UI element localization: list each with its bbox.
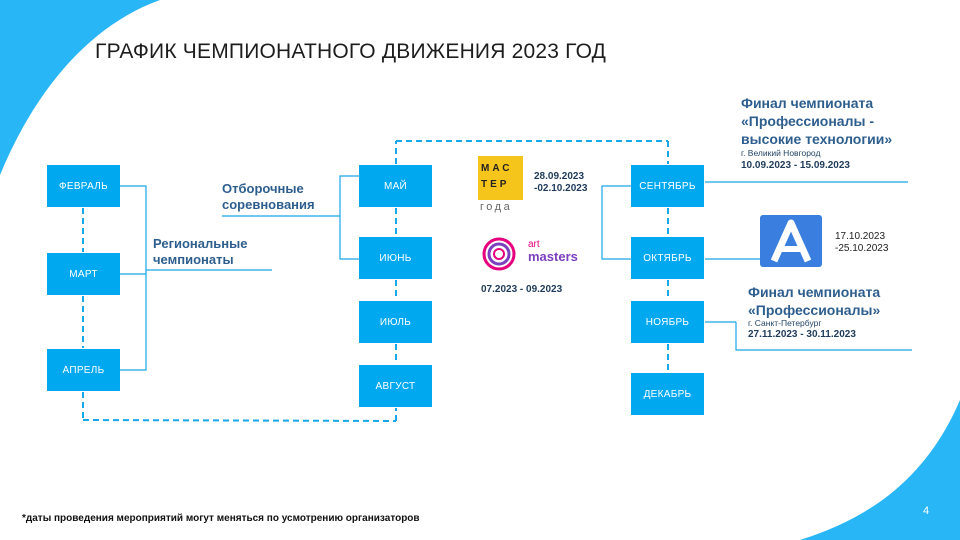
month-november: НОЯБРЬ <box>631 301 704 343</box>
month-label: ФЕВРАЛЬ <box>58 180 109 192</box>
month-july: ИЮЛЬ <box>359 301 432 343</box>
logo-text-line1: МАС <box>481 163 513 174</box>
dates-line1: 17.10.2023 <box>835 231 886 242</box>
final-pro-dates: 27.11.2023 - 30.11.2023 <box>748 329 856 340</box>
month-label: МАРТ <box>69 268 98 280</box>
dates-line2: -25.10.2023 <box>835 243 889 254</box>
final-hitech-city: г. Великий Новгород <box>741 148 821 158</box>
master-goda-logo: МАС ТЕР года <box>478 156 528 218</box>
qualifying-label-line2: соревнования <box>222 197 315 212</box>
dates-line2: -02.10.2023 <box>534 183 588 194</box>
final-pro-title: Финал чемпионата «Профессионалы» <box>748 283 880 319</box>
final-hitech-title: Финал чемпионата «Профессионалы - высоки… <box>741 94 892 148</box>
month-label: ДЕКАБРЬ <box>643 388 692 400</box>
regional-label-line1: Региональные <box>153 236 248 251</box>
artmasters-emblem-icon <box>482 237 516 271</box>
month-label: ОКТЯБРЬ <box>643 252 692 264</box>
logo-text-line2: ТЕР <box>481 179 510 190</box>
artmasters-logo: art masters <box>482 237 592 273</box>
final-pro-line2: «Профессионалы» <box>748 302 881 318</box>
month-label: АВГУСТ <box>375 380 416 392</box>
month-label: НОЯБРЬ <box>645 316 690 328</box>
month-label: СЕНТЯБРЬ <box>639 180 696 192</box>
qualifying-label: Отборочные соревнования <box>222 181 315 213</box>
month-february: ФЕВРАЛЬ <box>47 165 120 207</box>
artmasters-dates: 07.2023 - 09.2023 <box>481 284 563 295</box>
artmasters-text-line2: masters <box>528 249 578 264</box>
month-october: ОКТЯБРЬ <box>631 237 704 279</box>
month-label: ИЮНЬ <box>379 252 412 264</box>
month-december: ДЕКАБРЬ <box>631 373 704 415</box>
agency-dates: 17.10.2023 -25.10.2023 <box>835 231 888 255</box>
final-hitech-line1: Финал чемпионата <box>741 95 874 111</box>
final-pro-city: г. Санкт-Петербург <box>748 318 822 328</box>
month-september: СЕНТЯБРЬ <box>631 165 704 207</box>
month-label: МАЙ <box>383 180 408 192</box>
dates-line1: 28.09.2023 <box>534 171 585 182</box>
month-august: АВГУСТ <box>359 365 432 407</box>
regional-label-line2: чемпионаты <box>153 252 234 267</box>
qualifying-label-line1: Отборочные <box>222 181 304 196</box>
logo-text-line3: года <box>480 201 513 213</box>
month-march: МАРТ <box>47 253 120 295</box>
final-hitech-line2: «Профессионалы - <box>741 113 874 129</box>
final-pro-line1: Финал чемпионата <box>748 284 881 300</box>
page-title: ГРАФИК ЧЕМПИОНАТНОГО ДВИЖЕНИЯ 2023 ГОД <box>95 40 607 63</box>
footnote: *даты проведения мероприятий могут менят… <box>22 513 420 524</box>
final-hitech-line3: высокие технологии» <box>741 131 893 147</box>
month-label: АПРЕЛЬ <box>62 364 105 376</box>
month-april: АПРЕЛЬ <box>47 349 120 391</box>
artmasters-text-line1: art <box>528 239 540 250</box>
master-goda-dates: 28.09.2023 -02.10.2023 <box>534 171 587 195</box>
final-hitech-dates: 10.09.2023 - 15.09.2023 <box>741 160 850 171</box>
agency-logo <box>760 215 822 267</box>
month-june: ИЮНЬ <box>359 237 432 279</box>
regional-label: Региональные чемпионаты <box>153 236 247 268</box>
month-label: ИЮЛЬ <box>379 316 412 328</box>
letter-a-icon <box>770 219 812 263</box>
month-may: МАЙ <box>359 165 432 207</box>
page-number: 4 <box>923 505 930 517</box>
